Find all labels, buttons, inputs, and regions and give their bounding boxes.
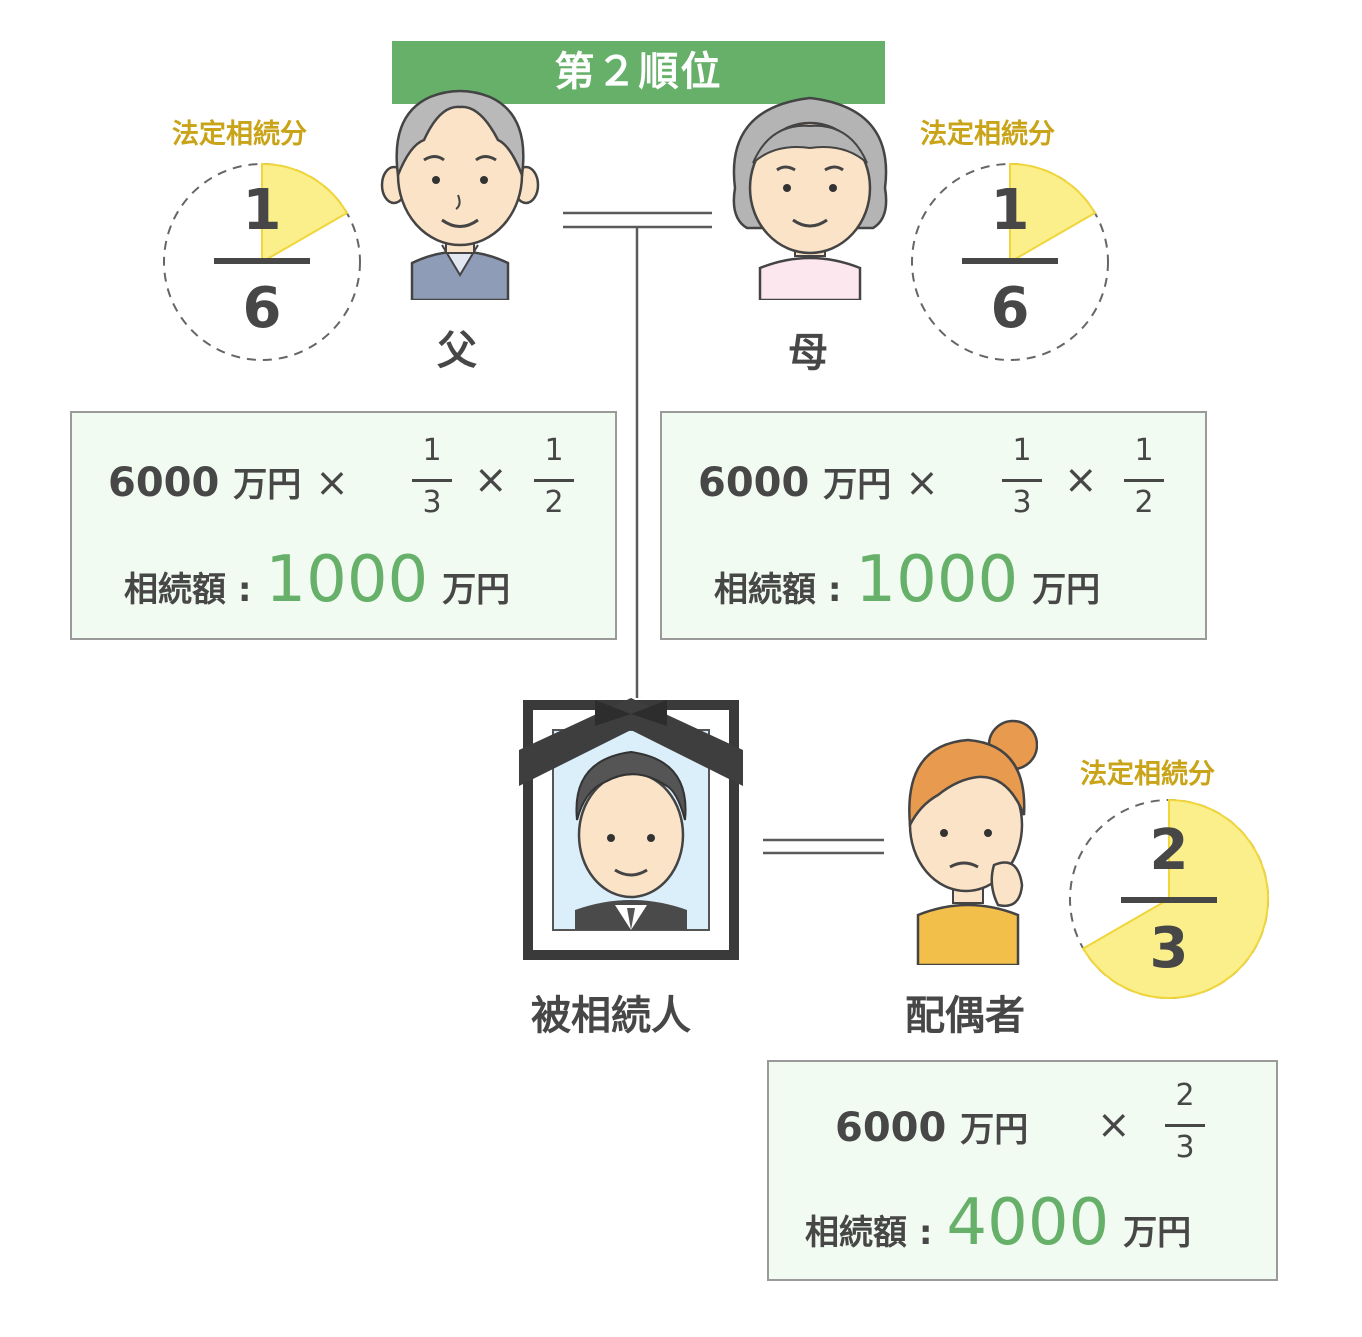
mother-calc-result: 相続額 : 1000 万円 — [714, 543, 1100, 617]
mother-amount-unit: 万円 — [1032, 570, 1101, 610]
spouse-calc-unit: 万円 — [960, 1110, 1029, 1150]
father-avatar — [380, 89, 540, 300]
mother-name: 母 — [788, 330, 828, 376]
spouse-amount-value: 4000 — [946, 1186, 1110, 1260]
father-calc-formula: 6000 万円 × — [108, 457, 349, 506]
mother-calc-times: × — [905, 460, 939, 506]
mother-share-bar — [962, 258, 1058, 264]
father-share-label: 法定相続分 — [172, 119, 307, 150]
mother-calc-box: 6000 万円 × 1 3 × 1 2 相続額 : 1000 万円 — [660, 411, 1207, 640]
mother-calc-f1-bar — [1002, 479, 1042, 482]
father-calc-f2-den: 2 — [544, 485, 564, 520]
spouse-share-numerator: 2 — [1149, 818, 1189, 883]
spouse-calc-f1-den: 3 — [1175, 1130, 1195, 1165]
father-calc-f2-num: 1 — [544, 433, 564, 468]
father-amount-unit: 万円 — [442, 570, 511, 610]
mother-calc-times-2: × — [1064, 457, 1098, 503]
spouse-calc-f1-num: 2 — [1175, 1078, 1195, 1113]
mother-calc-f2-num: 1 — [1134, 433, 1154, 468]
father-amount-label: 相続額 : — [124, 570, 252, 610]
mother-share-pie — [911, 162, 1109, 361]
mother-share-numerator: 1 — [990, 178, 1030, 243]
deceased-portrait — [519, 698, 743, 960]
spouse-calc-box: 6000 万円 × 2 3 相続額 : 4000 万円 — [767, 1060, 1278, 1281]
spouse-calc-f1-bar — [1165, 1124, 1205, 1127]
spouse-amount-unit: 万円 — [1123, 1213, 1192, 1253]
spouse-avatar — [908, 719, 1038, 965]
spouse-calc-times: × — [1097, 1102, 1131, 1148]
mother-calc-base: 6000 — [698, 460, 810, 506]
father-share-denominator: 6 — [242, 276, 282, 341]
spouse-share-bar — [1121, 897, 1217, 903]
father-calc-f1-bar — [412, 479, 452, 482]
mother-avatar — [732, 96, 888, 300]
father-calc-box: 6000 万円 × 1 3 × 1 2 相続額 : 1000 万円 — [70, 411, 617, 640]
mother-calc-f1-den: 3 — [1012, 485, 1032, 520]
mother-share-denominator: 6 — [990, 276, 1030, 341]
father-calc-f2-bar — [534, 479, 574, 482]
father-calc-unit: 万円 — [233, 465, 302, 505]
father-calc-base: 6000 — [108, 460, 220, 506]
spouse-calc-base: 6000 — [835, 1105, 947, 1151]
father-share-numerator: 1 — [242, 178, 282, 243]
father-amount-value: 1000 — [265, 543, 429, 617]
mother-calc-f2-bar — [1124, 479, 1164, 482]
mother-amount-value: 1000 — [855, 543, 1019, 617]
mother-share-label: 法定相続分 — [920, 119, 1055, 150]
spouse-share-label: 法定相続分 — [1080, 759, 1215, 790]
spouse-share-denominator: 3 — [1149, 916, 1189, 981]
mother-share-slice — [1009, 162, 1097, 264]
father-share-bar — [214, 258, 310, 264]
father-calc-f1-den: 3 — [422, 485, 442, 520]
spouse-calc-result: 相続額 : 4000 万円 — [805, 1186, 1191, 1260]
mother-calc-f2-den: 2 — [1134, 485, 1154, 520]
deceased-name: 被相続人 — [531, 993, 691, 1039]
father-calc-f1-num: 1 — [422, 433, 442, 468]
spouse-name: 配偶者 — [905, 993, 1025, 1039]
father-calc-times: × — [315, 460, 349, 506]
father-share-slice — [261, 162, 349, 264]
mother-calc-formula: 6000 万円 × — [698, 457, 939, 506]
mother-calc-unit: 万円 — [823, 465, 892, 505]
father-calc-times-2: × — [474, 457, 508, 503]
father-name: 父 — [437, 328, 477, 374]
spouse-calc-formula: 6000 万円 — [835, 1102, 1028, 1151]
mother-amount-label: 相続額 : — [714, 570, 842, 610]
father-calc-result: 相続額 : 1000 万円 — [124, 543, 510, 617]
father-share-pie — [163, 162, 361, 361]
spouse-amount-label: 相続額 : — [805, 1213, 933, 1253]
mother-calc-f1-num: 1 — [1012, 433, 1032, 468]
